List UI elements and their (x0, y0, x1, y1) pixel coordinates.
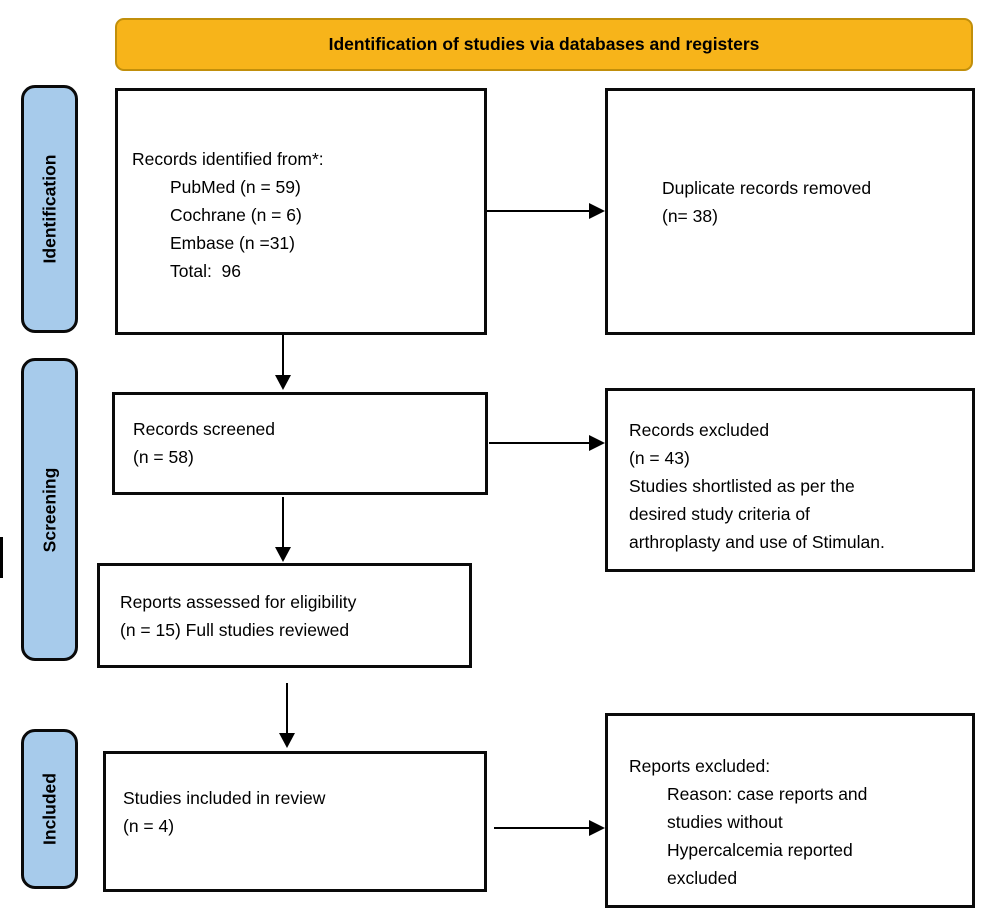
duplicates-line-2: (n= 38) (662, 206, 718, 226)
stage-included-label: Included (39, 773, 59, 845)
reports-excluded-reason-3: Hypercalcemia reported (667, 840, 853, 860)
box-records-excluded: Records excluded (n = 43) Studies shortl… (605, 388, 975, 572)
records-excluded-line-3: Studies shortlisted as per the (629, 476, 855, 496)
arrowhead-down-icon (279, 733, 295, 748)
assessed-line-2: (n = 15) Full studies reviewed (120, 620, 350, 640)
records-identified-total: Total: 96 (170, 261, 242, 281)
reports-excluded-reason-2: studies without (667, 812, 783, 832)
arrow-line (489, 442, 590, 444)
reports-excluded-title: Reports excluded: (629, 756, 771, 776)
records-identified-embase: Embase (n =31) (170, 233, 295, 253)
screened-line-2: (n = 58) (133, 447, 194, 467)
banner-title: Identification of studies via databases … (115, 18, 973, 71)
included-line-2: (n = 4) (123, 816, 175, 836)
records-identified-pubmed: PubMed (n = 59) (170, 177, 301, 197)
arrowhead-right-icon (589, 203, 605, 219)
arrow-line (286, 683, 288, 734)
box-duplicates-removed: Duplicate records removed (n= 38) (605, 88, 975, 335)
arrow-line (494, 827, 590, 829)
arrowhead-down-icon (275, 375, 291, 390)
box-reports-excluded: Reports excluded: Reason: case reports a… (605, 713, 975, 908)
arrow-line (487, 210, 590, 212)
arrow-line (282, 335, 284, 376)
arrowhead-right-icon (589, 820, 605, 836)
records-excluded-line-2: (n = 43) (629, 448, 690, 468)
duplicates-line-1: Duplicate records removed (662, 178, 872, 198)
box-studies-included: Studies included in review (n = 4) (103, 751, 487, 892)
box-records-screened: Records screened (n = 58) (112, 392, 488, 495)
assessed-line-1: Reports assessed for eligibility (120, 592, 357, 612)
arrow-line (282, 497, 284, 548)
stage-screening: Screening (21, 358, 78, 661)
stage-identification: Identification (21, 85, 78, 333)
records-excluded-line-5: arthroplasty and use of Stimulan. (629, 532, 885, 552)
records-excluded-line-4: desired study criteria of (629, 504, 810, 524)
reports-excluded-reason-4: excluded (667, 868, 738, 888)
stage-identification-label: Identification (39, 154, 59, 264)
stage-screening-label: Screening (39, 467, 59, 552)
included-line-1: Studies included in review (123, 788, 326, 808)
records-excluded-line-1: Records excluded (629, 420, 770, 440)
records-identified-title: Records identified from*: (132, 149, 324, 169)
stage-included: Included (21, 729, 78, 889)
box-reports-assessed: Reports assessed for eligibility (n = 15… (97, 563, 472, 668)
arrowhead-down-icon (275, 547, 291, 562)
screened-line-1: Records screened (133, 419, 276, 439)
arrowhead-right-icon (589, 435, 605, 451)
left-edge-tick (0, 537, 3, 578)
box-records-identified: Records identified from*: PubMed (n = 59… (115, 88, 487, 335)
records-identified-cochrane: Cochrane (n = 6) (170, 205, 302, 225)
reports-excluded-reason-1: Reason: case reports and (667, 784, 868, 804)
